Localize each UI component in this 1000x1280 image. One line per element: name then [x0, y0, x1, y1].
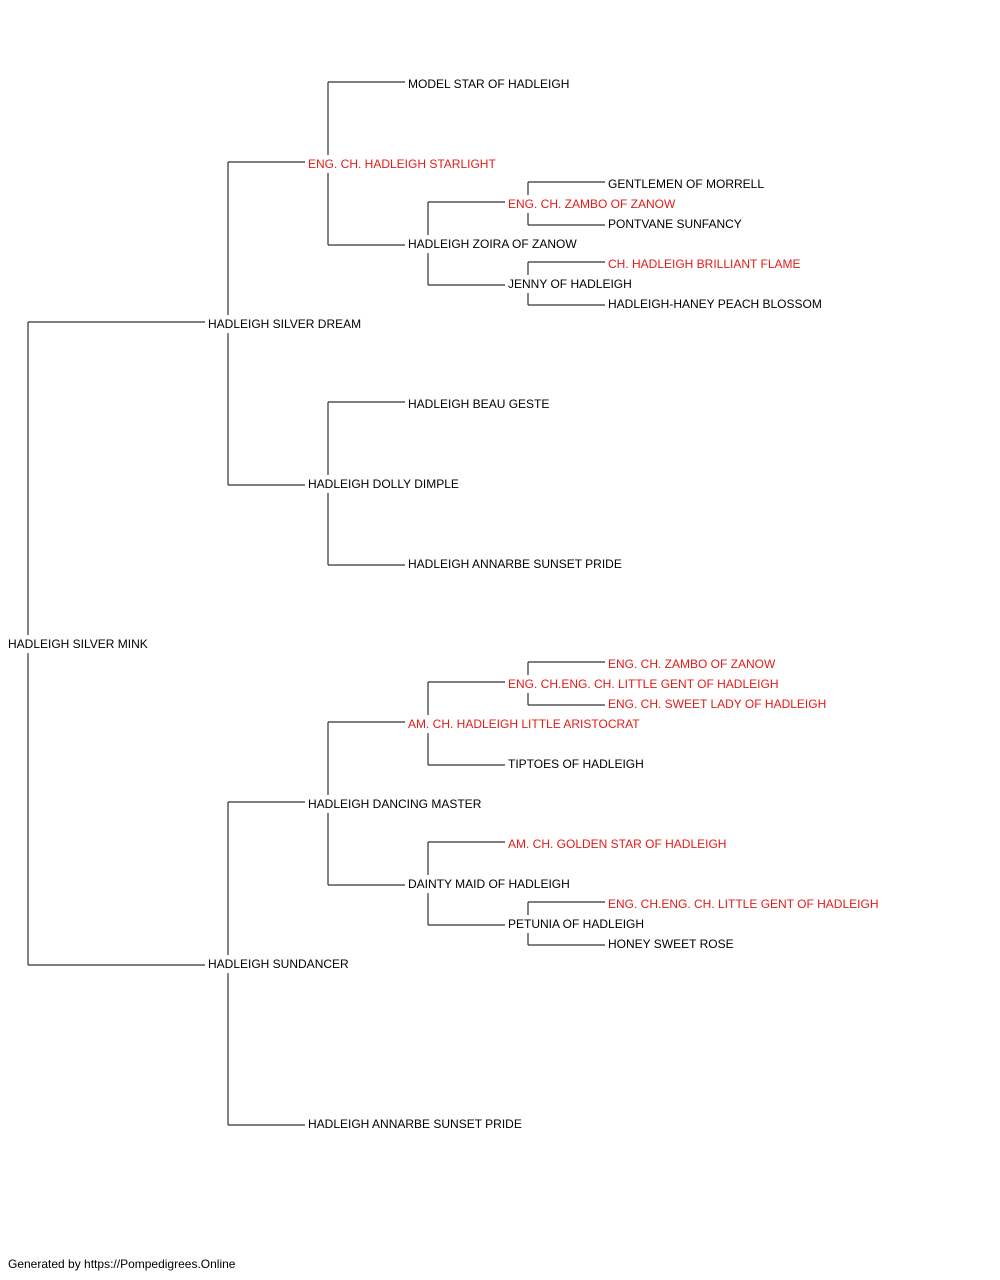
sire-dam-name: HADLEIGH DOLLY DIMPLE — [308, 477, 459, 491]
dam-sire-dam-dam-sire-name: ENG. CH.ENG. CH. LITTLE GENT OF HADLEIGH — [608, 897, 879, 911]
dam-sire-dam-dam-name: PETUNIA OF HADLEIGH — [508, 917, 645, 931]
dam-sire-dam-name: DAINTY MAID OF HADLEIGH — [408, 877, 570, 891]
sire-sire-dam-dam-dam-name: HADLEIGH-HANEY PEACH BLOSSOM — [608, 297, 822, 311]
sire-dam-dam-name: HADLEIGH ANNARBE SUNSET PRIDE — [408, 557, 622, 571]
sire-sire-dam-sire-name: ENG. CH. ZAMBO OF ZANOW — [508, 197, 676, 211]
dam-name: HADLEIGH SUNDANCER — [208, 957, 349, 971]
sire-sire-dam-dam-name: JENNY OF HADLEIGH — [508, 277, 632, 291]
sire-sire-dam-dam-sire-name: CH. HADLEIGH BRILLIANT FLAME — [608, 257, 801, 271]
sire-sire-dam-sire-dam-name: PONTVANE SUNFANCY — [608, 217, 742, 231]
sire-dam-sire-name: HADLEIGH BEAU GESTE — [408, 397, 550, 411]
dam-sire-sire-name: AM. CH. HADLEIGH LITTLE ARISTOCRAT — [408, 717, 640, 731]
dam-sire-sire-sire-dam-name: ENG. CH. SWEET LADY OF HADLEIGH — [608, 697, 827, 711]
dam-dam-name: HADLEIGH ANNARBE SUNSET PRIDE — [308, 1117, 522, 1131]
dam-sire-sire-dam-name: TIPTOES OF HADLEIGH — [508, 757, 644, 771]
sire-name: HADLEIGH SILVER DREAM — [208, 317, 362, 331]
dam-sire-sire-sire-name: ENG. CH.ENG. CH. LITTLE GENT OF HADLEIGH — [508, 677, 779, 691]
generated-by-footer: Generated by https://Pompedigrees.Online — [8, 1257, 236, 1271]
dam-sire-name: HADLEIGH DANCING MASTER — [308, 797, 482, 811]
dam-sire-sire-sire-sire-name: ENG. CH. ZAMBO OF ZANOW — [608, 657, 776, 671]
root-dog-name: HADLEIGH SILVER MINK — [8, 637, 148, 651]
sire-sire-name: ENG. CH. HADLEIGH STARLIGHT — [308, 157, 496, 171]
dam-sire-dam-dam-dam-name: HONEY SWEET ROSE — [608, 937, 734, 951]
sire-sire-dam-sire-sire-name: GENTLEMEN OF MORRELL — [608, 177, 765, 191]
sire-sire-dam-name: HADLEIGH ZOIRA OF ZANOW — [408, 237, 577, 251]
sire-sire-sire-name: MODEL STAR OF HADLEIGH — [408, 77, 570, 91]
dam-sire-dam-sire-name: AM. CH. GOLDEN STAR OF HADLEIGH — [508, 837, 727, 851]
